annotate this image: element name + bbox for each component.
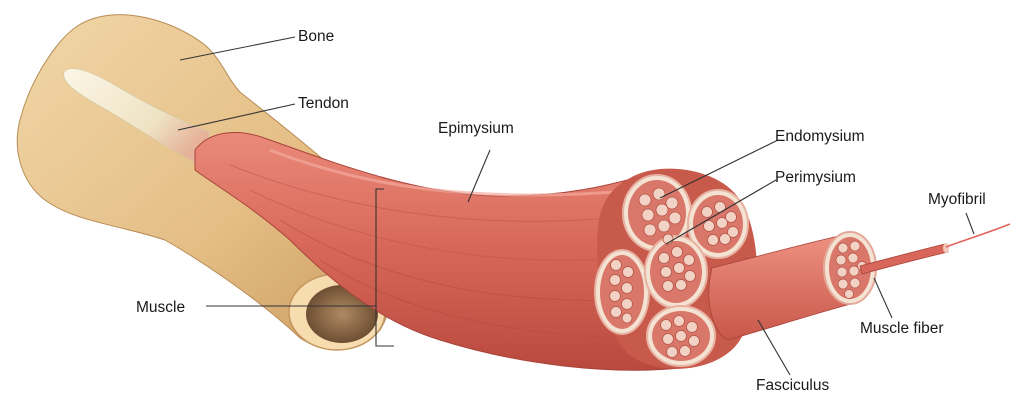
leader-myofibril bbox=[966, 213, 974, 234]
label-myofibril: Myofibril bbox=[928, 191, 986, 208]
label-endomysium: Endomysium bbox=[775, 128, 865, 145]
leader-fasciculus bbox=[758, 320, 790, 375]
label-tendon: Tendon bbox=[298, 95, 349, 112]
muscle-fiber-end bbox=[943, 243, 949, 253]
label-perimysium: Perimysium bbox=[775, 169, 856, 186]
label-muscle: Muscle bbox=[136, 299, 185, 316]
label-muscle-fiber: Muscle fiber bbox=[860, 320, 944, 337]
label-fasciculus: Fasciculus bbox=[756, 377, 829, 394]
myofibril bbox=[946, 224, 1010, 247]
label-epimysium: Epimysium bbox=[438, 120, 514, 137]
leader-muscle-fiber bbox=[874, 278, 892, 318]
label-bone: Bone bbox=[298, 28, 334, 45]
fascicle-3 bbox=[595, 250, 649, 334]
